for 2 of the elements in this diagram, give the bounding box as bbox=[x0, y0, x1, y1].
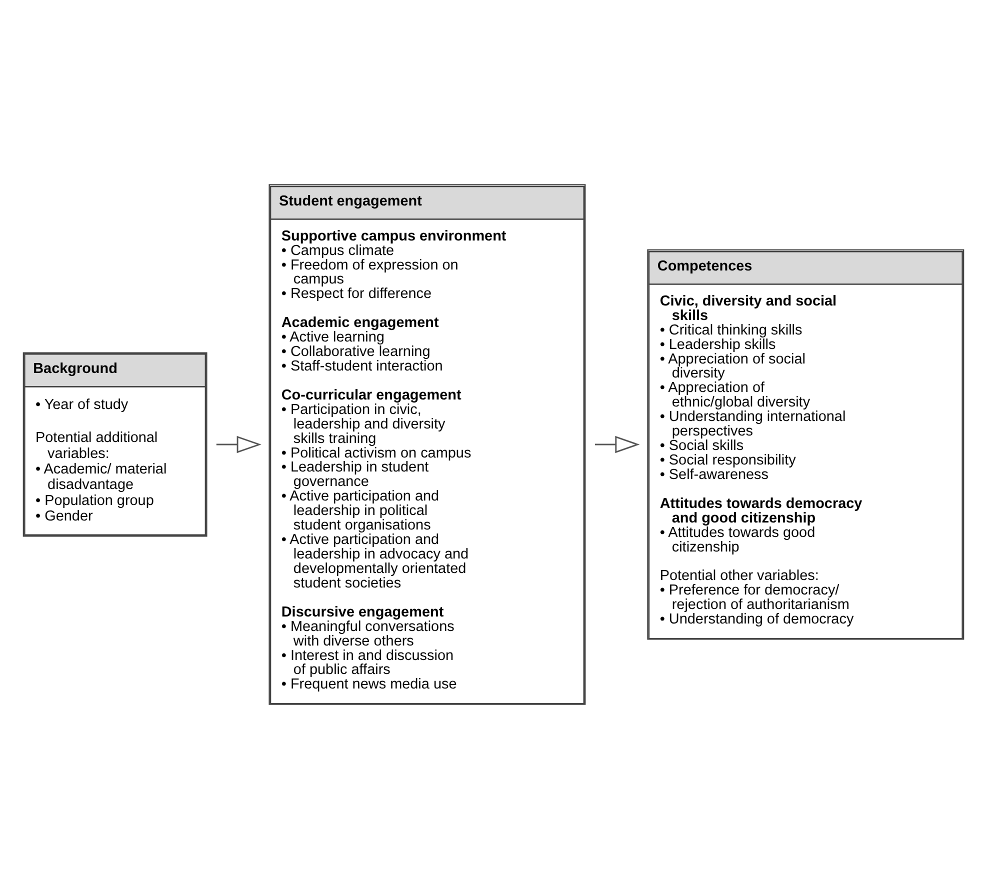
arrow bbox=[216, 435, 261, 453]
arrow bbox=[594, 435, 640, 453]
